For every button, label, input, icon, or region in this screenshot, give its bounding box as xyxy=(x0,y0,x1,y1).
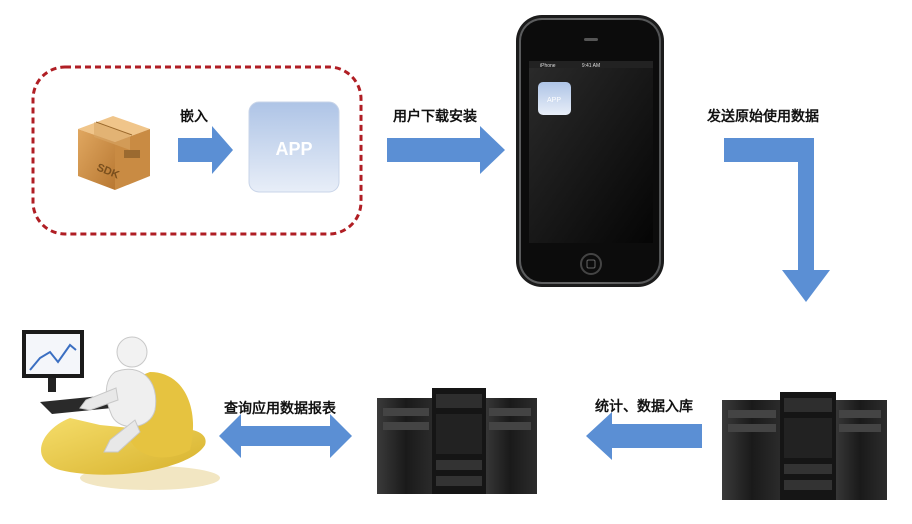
stats-store-step-label: 统计、数据入库 xyxy=(595,399,693,415)
server-rack-middle-icon xyxy=(377,388,537,494)
phone-app-icon-label: APP xyxy=(547,97,561,104)
download-arrow xyxy=(387,126,505,174)
phone-carrier: iPhone xyxy=(540,63,556,69)
server-rack-right-icon xyxy=(722,392,887,500)
person-at-computer-icon xyxy=(22,330,220,490)
stats-store-arrow xyxy=(586,412,702,460)
embed-arrow xyxy=(178,126,233,174)
query-reports-arrow xyxy=(219,414,352,458)
phone-time: 9:41 AM xyxy=(582,63,600,69)
embed-step-label: 嵌入 xyxy=(180,109,208,125)
download-install-step-label: 用户下载安装 xyxy=(393,109,477,125)
sdk-box-icon xyxy=(78,116,150,190)
app-tile xyxy=(248,101,340,193)
iphone-device xyxy=(516,15,664,287)
app-tile-label: APP xyxy=(275,139,312,159)
send-data-arrow xyxy=(724,138,830,302)
query-reports-step-label: 查询应用数据报表 xyxy=(224,401,336,417)
phone-app-icon xyxy=(538,82,571,115)
send-raw-data-step-label: 发送原始使用数据 xyxy=(707,109,819,125)
sdk-app-group-border xyxy=(31,65,363,236)
